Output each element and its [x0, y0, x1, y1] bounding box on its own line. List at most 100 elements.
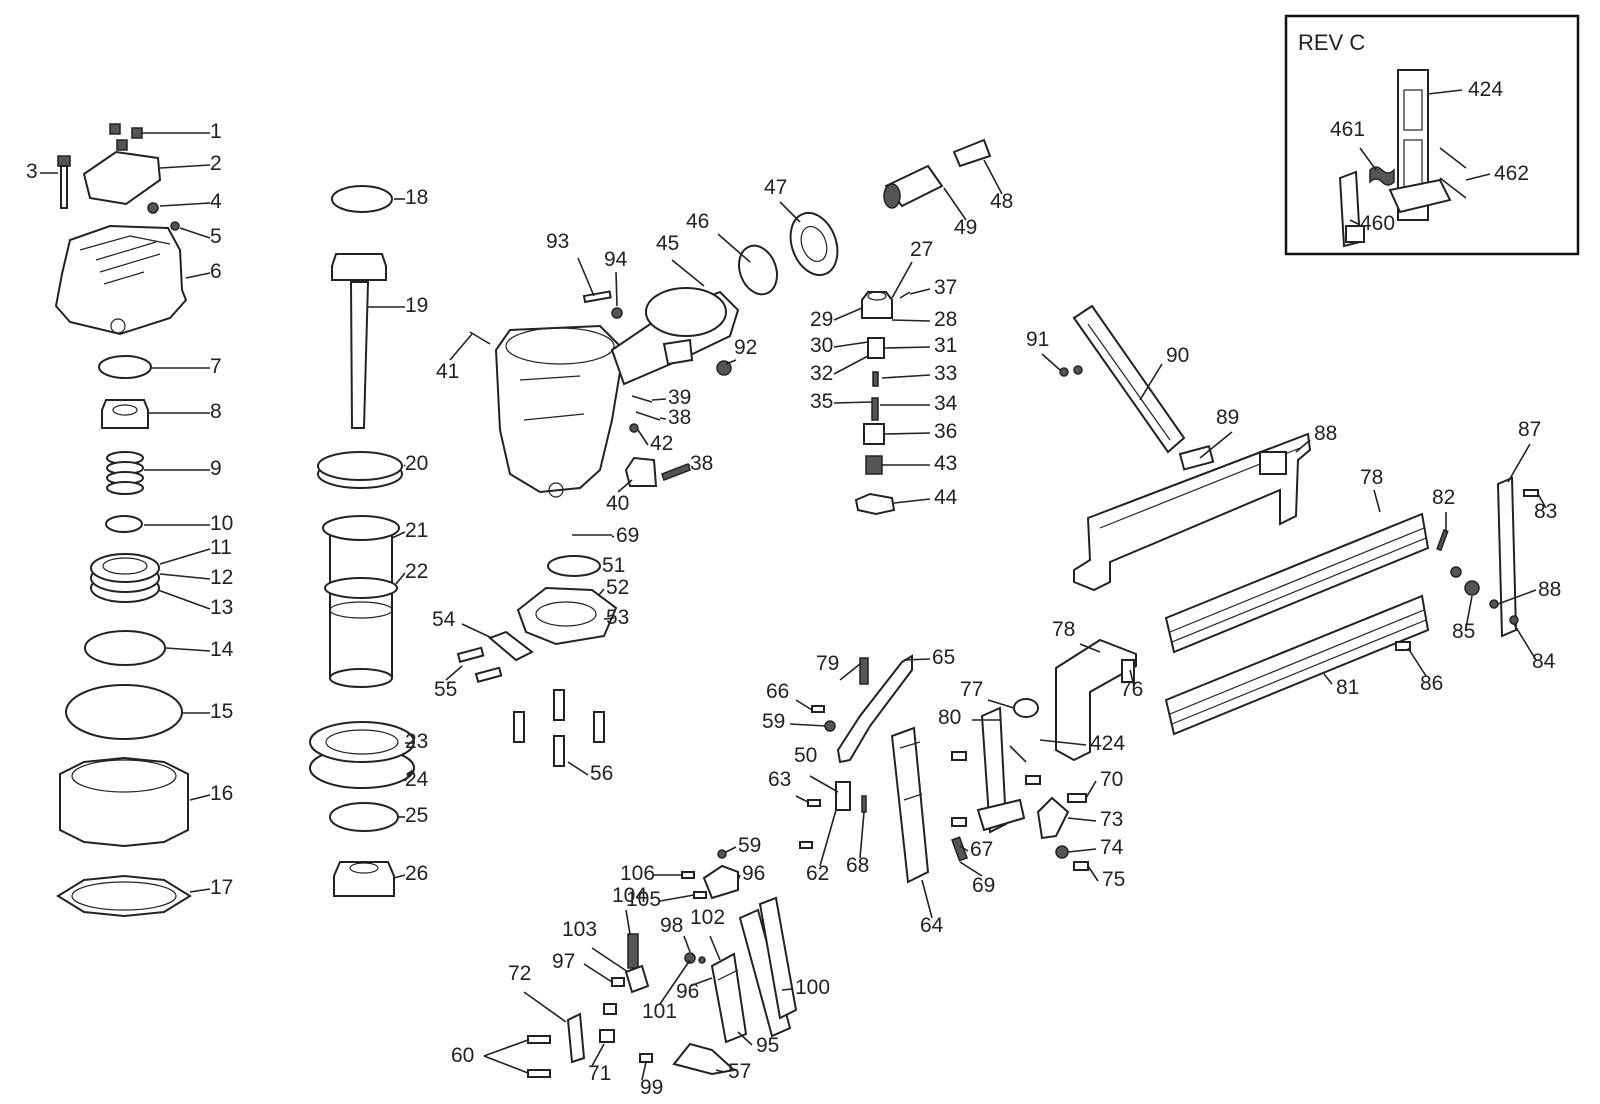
part-43-drawing: [865, 455, 883, 475]
part-leader-47: [891, 261, 913, 299]
part-leader-16: [189, 888, 211, 893]
inset-part-462-drawing: [1439, 147, 1467, 199]
part-label-8: 9: [210, 457, 222, 480]
part-label-99: 102: [690, 906, 725, 929]
part-label-109: 99: [640, 1076, 663, 1099]
part-leader-37: [637, 429, 649, 446]
part-number-labels: 1234567891011121314151617181920212223242…: [26, 120, 1561, 1099]
part-99-drawing: [599, 1029, 615, 1043]
part-leader-11: [159, 573, 211, 580]
inset-label-2: 462: [1494, 162, 1529, 185]
part-91-drawing: [1059, 365, 1083, 377]
part-leader-78: [839, 663, 861, 681]
part-97-drawing: [624, 964, 650, 994]
part-25-drawing: [329, 802, 399, 832]
part-label-22: 23: [405, 730, 428, 753]
part-100-drawing: [698, 956, 706, 964]
part-label-83: 63: [768, 768, 791, 791]
part-label-66: 82: [1432, 486, 1455, 509]
part-leader-26: [577, 257, 595, 297]
part-label-54: 33: [934, 362, 957, 385]
part-80-drawing: [1013, 698, 1039, 718]
part-11-13-drawing: [90, 553, 160, 603]
part-leader-85: [819, 809, 837, 867]
inset-label-0: 424: [1468, 78, 1503, 101]
part-leader-5: [185, 272, 211, 279]
part-leader-77: [1039, 739, 1087, 746]
part-36-drawing: [863, 423, 885, 445]
part-74-drawing: [1036, 796, 1070, 840]
part-label-41: 51: [602, 554, 625, 577]
part-424-drawing: [976, 706, 1026, 834]
part-label-16: 17: [210, 876, 233, 899]
part-leader-59: [893, 498, 931, 504]
part-label-90: 73: [1100, 808, 1123, 831]
part-34-35-drawing: [871, 397, 879, 421]
part-leader-92: [1087, 865, 1099, 882]
part-label-0: 1: [210, 120, 222, 143]
part-leader-84: [859, 811, 865, 859]
part-label-61: 90: [1166, 344, 1189, 367]
part-label-107: 60: [451, 1044, 474, 1067]
part-leader-106: [737, 1031, 753, 1046]
part-label-85: 62: [806, 862, 829, 885]
part-leader-64: [1507, 443, 1531, 483]
part-8-drawing: [101, 399, 149, 429]
part-63-drawing: [835, 781, 851, 811]
part-label-26: 93: [546, 230, 569, 253]
part-leader-71: [1407, 647, 1427, 677]
part-64-screw-drawing: [799, 841, 813, 849]
part-leader-13: [165, 647, 211, 652]
part-leader-101: [583, 963, 613, 983]
part-label-57: 36: [934, 420, 957, 443]
part-15-drawing: [65, 684, 183, 740]
part-label-96: 105: [626, 888, 661, 911]
column-cap-assembly: [54, 123, 192, 918]
part-leader-43: [603, 617, 615, 620]
part-leader-86: [921, 879, 933, 919]
part-label-91: 74: [1100, 836, 1124, 859]
part-label-20: 21: [405, 519, 428, 542]
part-label-19: 20: [405, 452, 428, 475]
part-label-87: 67: [970, 838, 993, 861]
part-leader-20: [391, 531, 406, 539]
part-leader-53: [833, 355, 869, 375]
part-pin-drawing: [1009, 745, 1027, 763]
part-65-drawing: [859, 657, 869, 685]
part-label-36: 38: [668, 406, 691, 429]
part-label-11: 12: [210, 566, 233, 589]
part-20-drawing: [317, 451, 403, 489]
part-73-drawing: [1067, 793, 1087, 803]
part-label-92: 75: [1102, 868, 1125, 891]
inset-leader-3: [1349, 219, 1359, 225]
part-label-4: 5: [210, 225, 222, 248]
part-leader-90: [1067, 817, 1097, 822]
part-leader-21: [395, 572, 406, 585]
part-3-drawing: [57, 155, 71, 209]
part-78-lower-drawing: [1164, 594, 1430, 736]
part-leader-23: [404, 769, 413, 782]
part-21-22-drawing: [322, 515, 400, 688]
part-label-39: 40: [606, 492, 629, 515]
part-54-55-drawing: [456, 630, 534, 683]
part-label-77: 424: [1090, 732, 1125, 755]
part-leader-1: [159, 164, 211, 169]
part-label-33: 41: [436, 360, 459, 383]
part-59-lower-drawing: [1073, 861, 1089, 871]
part-leader-46: [567, 761, 589, 776]
part-44-drawing: [854, 492, 896, 516]
part-leader-25: [393, 874, 406, 879]
part-leader-99: [709, 935, 721, 961]
part-label-65: 78: [1360, 466, 1383, 489]
part-6-drawing: [54, 224, 188, 336]
part-leader-50: [891, 319, 931, 322]
part-98-drawing: [627, 933, 639, 969]
part-label-38: 38: [690, 452, 713, 475]
part-label-32: 48: [990, 190, 1013, 213]
part-71-lower-drawing: [527, 1069, 551, 1078]
part-leader-67: [1537, 493, 1547, 509]
part-label-58: 43: [934, 452, 957, 475]
part-leader-82: [809, 775, 839, 793]
part-label-62: 89: [1216, 406, 1239, 429]
